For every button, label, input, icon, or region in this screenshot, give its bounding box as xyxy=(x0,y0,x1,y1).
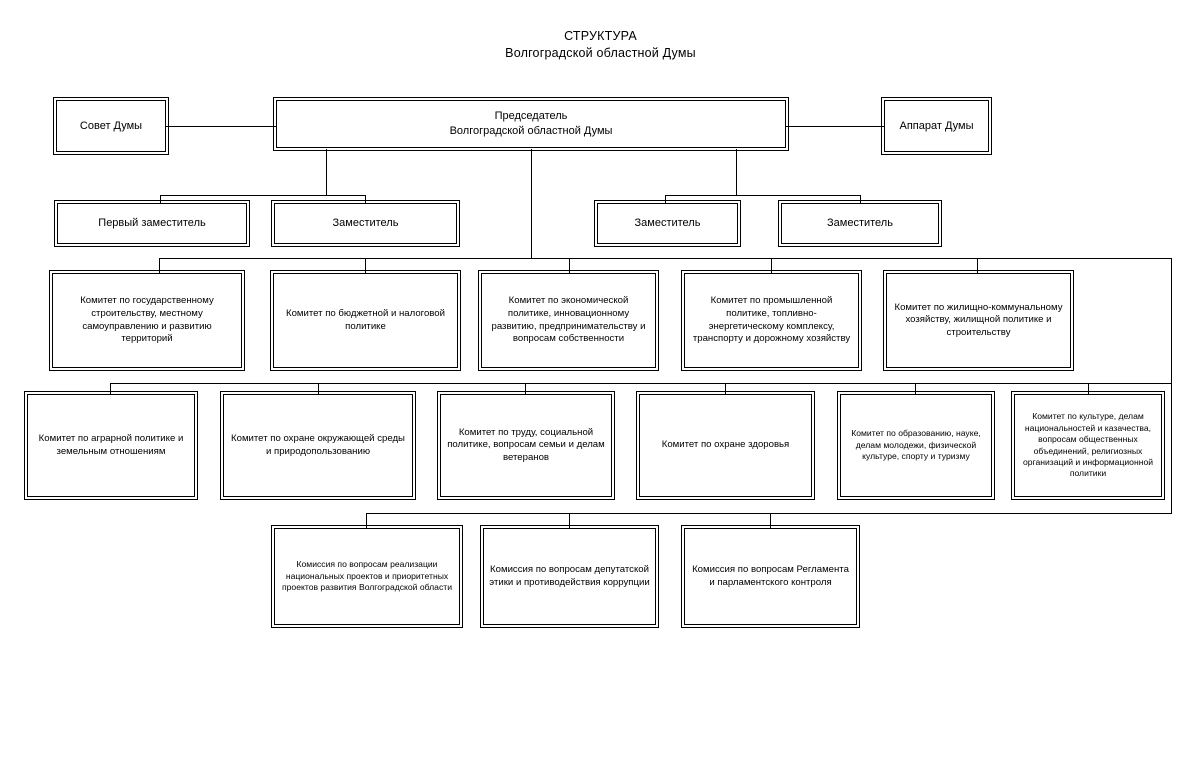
node-chairman-line-2: Волгоградской областной Думы xyxy=(449,125,613,137)
node-committee-state[interactable]: Комитет по государственному строительств… xyxy=(49,270,245,371)
node-chairman-label: Председатель Волгоградской областной Дум… xyxy=(445,107,618,141)
connector-bus-committees-row4 xyxy=(110,383,1172,384)
connector-bus-deputies-left xyxy=(160,195,366,196)
node-deputy-first-label: Первый заместитель xyxy=(98,217,206,229)
node-deputy-first[interactable]: Первый заместитель xyxy=(54,200,250,247)
connector-right-riser-row3-row4 xyxy=(1171,258,1172,383)
node-deputy-3[interactable]: Заместитель xyxy=(594,200,741,247)
connector-c8-stub xyxy=(525,383,526,394)
node-committee-environment[interactable]: Комитет по охране окружающей среды и при… xyxy=(220,391,416,500)
title-line-1: СТРУКТУРА xyxy=(564,29,637,43)
connector-c11-stub xyxy=(1088,383,1089,394)
connector-deputy-first-stub xyxy=(160,195,161,204)
connector-c2-stub xyxy=(365,258,366,273)
node-commission-regulations[interactable]: Комиссия по вопросам Регламента и парлам… xyxy=(681,525,860,628)
title-line-2: Волгоградской областной Думы xyxy=(505,46,696,60)
connector-cm1-stub xyxy=(366,513,367,528)
node-council-label: Совет Думы xyxy=(79,119,143,132)
node-committee-economic[interactable]: Комитет по экономической политике, иннов… xyxy=(478,270,659,371)
node-committee-culture[interactable]: Комитет по культуре, делам национальност… xyxy=(1011,391,1165,500)
node-chairman-line-1: Председатель xyxy=(494,110,568,122)
node-committee-labor[interactable]: Комитет по труду, социальной политике, в… xyxy=(437,391,615,500)
node-committee-budget[interactable]: Комитет по бюджетной и налоговой политик… xyxy=(270,270,461,371)
connector-chairman-drop-left xyxy=(326,149,327,196)
connector-bus-committees-row3 xyxy=(159,258,1172,259)
connector-c6-stub xyxy=(110,383,111,394)
connector-bus-deputies-right xyxy=(665,195,861,196)
node-committee-budget-label: Комитет по бюджетной и налоговой политик… xyxy=(285,307,445,332)
node-deputy-2-label: Заместитель xyxy=(332,217,399,229)
connector-c5-stub xyxy=(977,258,978,273)
node-commission-regulations-label: Комиссия по вопросам Регламента и парлам… xyxy=(692,563,849,588)
node-committee-housing[interactable]: Комитет по жилищно-коммунальному хозяйст… xyxy=(883,270,1074,371)
node-chairman[interactable]: Председатель Волгоградской областной Дум… xyxy=(273,97,789,151)
node-committee-economic-label: Комитет по экономической политике, иннов… xyxy=(491,295,646,345)
connector-cm2-stub xyxy=(569,513,570,528)
connector-chairman-spine xyxy=(531,149,532,259)
page-title: СТРУКТУРА Волгоградской областной Думы xyxy=(0,28,1201,62)
node-committee-culture-label: Комитет по культуре, делам национальност… xyxy=(1022,411,1154,479)
node-apparatus-label: Аппарат Думы xyxy=(899,119,974,132)
connector-council-chairman xyxy=(166,126,276,127)
node-deputy-4-label: Заместитель xyxy=(827,217,893,229)
node-committee-education[interactable]: Комитет по образованию, науке, делам мол… xyxy=(837,391,995,500)
node-committee-agrarian-label: Комитет по аграрной политике и земельным… xyxy=(38,432,184,457)
node-apparatus[interactable]: Аппарат Думы xyxy=(881,97,992,155)
connector-c4-stub xyxy=(771,258,772,273)
connector-c9-stub xyxy=(725,383,726,394)
connector-c3-stub xyxy=(569,258,570,273)
connector-c7-stub xyxy=(318,383,319,394)
connector-right-riser-row4-row5 xyxy=(1171,383,1172,513)
connector-c1-stub xyxy=(159,258,160,273)
node-committee-housing-label: Комитет по жилищно-коммунальному хозяйст… xyxy=(894,301,1063,338)
node-committee-labor-label: Комитет по труду, социальной политике, в… xyxy=(447,426,605,463)
node-committee-state-label: Комитет по государственному строительств… xyxy=(80,295,214,345)
connector-deputy-4-stub xyxy=(860,195,861,204)
node-committee-education-label: Комитет по образованию, науке, делам мол… xyxy=(851,428,981,462)
node-committee-industry[interactable]: Комитет по промышленной политике, топлив… xyxy=(681,270,862,371)
node-committee-health-label: Комитет по охране здоровья xyxy=(661,439,790,451)
node-committee-industry-label: Комитет по промышленной политике, топлив… xyxy=(692,295,851,345)
connector-chairman-drop-right xyxy=(736,149,737,196)
node-committee-health[interactable]: Комитет по охране здоровья xyxy=(636,391,815,500)
node-deputy-2[interactable]: Заместитель xyxy=(271,200,460,247)
connector-c10-stub xyxy=(915,383,916,394)
connector-cm3-stub xyxy=(770,513,771,528)
node-commission-ethics-label: Комиссия по вопросам депутатской этики и… xyxy=(489,563,650,588)
node-commission-ethics[interactable]: Комиссия по вопросам депутатской этики и… xyxy=(480,525,659,628)
node-deputy-3-label: Заместитель xyxy=(634,217,701,229)
node-deputy-4[interactable]: Заместитель xyxy=(778,200,942,247)
connector-deputy-3-stub xyxy=(665,195,666,204)
connector-bus-commissions-row5 xyxy=(366,513,1172,514)
connector-deputy-2-stub xyxy=(365,195,366,204)
node-commission-projects-label: Комиссия по вопросам реализации национал… xyxy=(282,559,452,593)
node-committee-agrarian[interactable]: Комитет по аграрной политике и земельным… xyxy=(24,391,198,500)
connector-chairman-apparatus xyxy=(786,126,884,127)
node-commission-projects[interactable]: Комиссия по вопросам реализации национал… xyxy=(271,525,463,628)
node-committee-environment-label: Комитет по охране окружающей среды и при… xyxy=(231,432,405,457)
node-council[interactable]: Совет Думы xyxy=(53,97,169,155)
